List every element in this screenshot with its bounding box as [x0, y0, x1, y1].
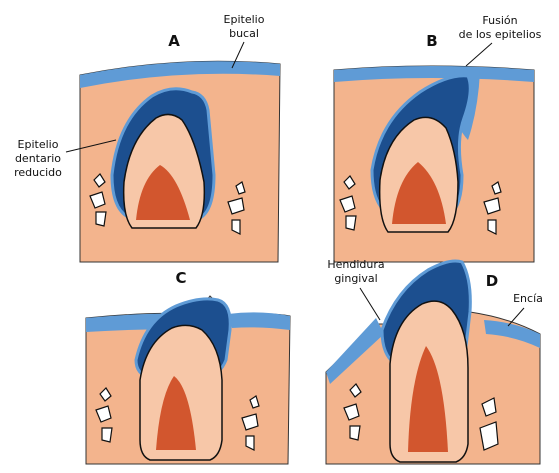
- panel-b: B: [334, 32, 534, 262]
- panel-letter-d: D: [486, 272, 498, 290]
- label-line: reducido: [14, 166, 62, 179]
- leader-line: [360, 288, 380, 320]
- label-line: de los epitelios: [459, 28, 542, 41]
- oral-epithelium-right: [228, 312, 290, 330]
- label-encia: Encía: [508, 292, 543, 326]
- leader-line: [466, 43, 492, 66]
- label-line: Hendidura: [327, 258, 384, 271]
- panel-letter-b: B: [426, 32, 437, 50]
- label-line: Epitelio: [18, 138, 59, 151]
- label-line: dentario: [15, 152, 61, 165]
- panel-c: C: [86, 269, 290, 464]
- label-fusion: Fusión de los epitelios: [459, 14, 542, 66]
- label-line: Epitelio: [224, 13, 265, 26]
- panel-letter-c: C: [175, 269, 186, 287]
- label-line: bucal: [229, 27, 259, 40]
- label-line: Encía: [513, 292, 543, 305]
- label-line: Fusión: [482, 14, 517, 27]
- label-hendidura: Hendidura gingival: [327, 258, 384, 320]
- panel-d: D: [326, 261, 540, 464]
- panel-a: A: [80, 32, 280, 262]
- panel-letter-a: A: [168, 32, 180, 50]
- label-epitelio-bucal: Epitelio bucal: [224, 13, 265, 68]
- label-line: gingival: [334, 272, 377, 285]
